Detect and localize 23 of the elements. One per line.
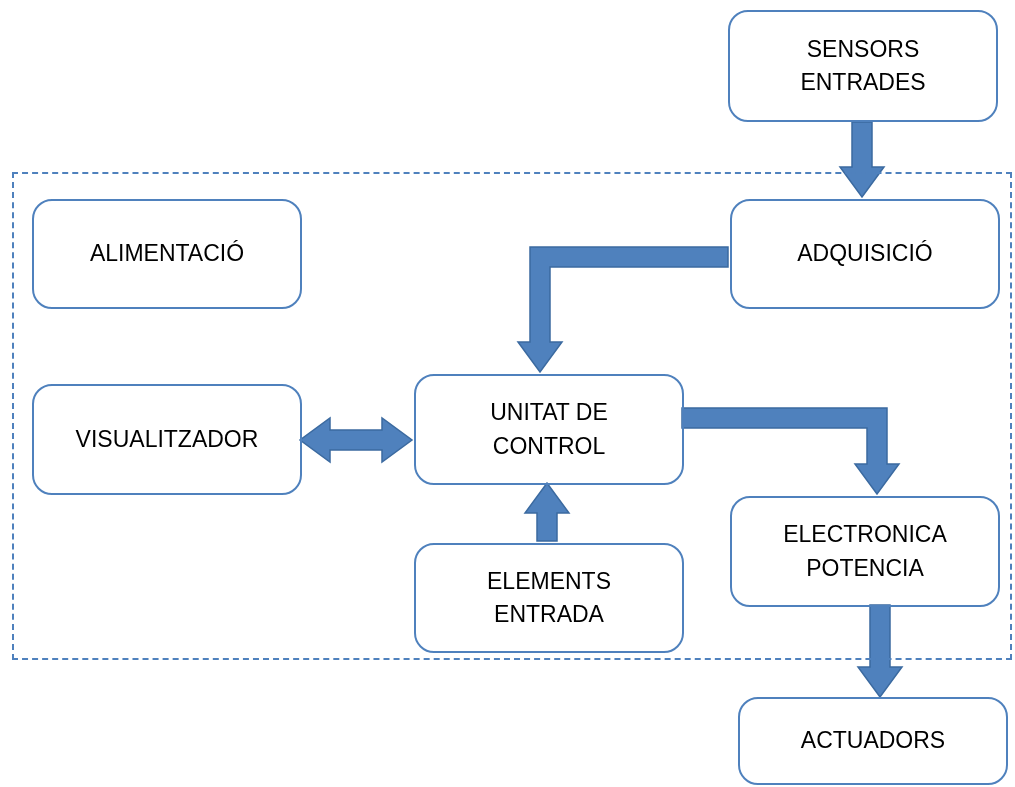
system-boundary bbox=[12, 172, 1012, 660]
process-box bbox=[730, 496, 1000, 607]
block-arrow bbox=[298, 416, 414, 464]
process-box bbox=[738, 697, 1008, 785]
process-box bbox=[414, 374, 684, 485]
block-arrow bbox=[681, 407, 901, 496]
box-label: ELECTRONICA POTENCIA bbox=[782, 520, 948, 583]
box-label: ADQUISICIÓ bbox=[796, 239, 934, 269]
block-arrow bbox=[856, 604, 904, 699]
box-label: UNITAT DE CONTROL bbox=[489, 398, 609, 461]
box-label: SENSORS ENTRADES bbox=[799, 34, 927, 97]
box-label: VISUALITZADOR bbox=[74, 424, 260, 454]
process-box bbox=[730, 199, 1000, 309]
box-label: ELEMENTS ENTRADA bbox=[486, 566, 612, 629]
process-box bbox=[32, 199, 302, 309]
block-arrow bbox=[516, 246, 729, 374]
box-label: ACTUADORS bbox=[799, 726, 947, 756]
box-label: ALIMENTACIÓ bbox=[88, 239, 246, 269]
process-box bbox=[414, 543, 684, 653]
process-box bbox=[32, 384, 302, 495]
block-arrow bbox=[838, 121, 886, 199]
block-arrow bbox=[523, 481, 571, 542]
process-box bbox=[728, 10, 998, 122]
